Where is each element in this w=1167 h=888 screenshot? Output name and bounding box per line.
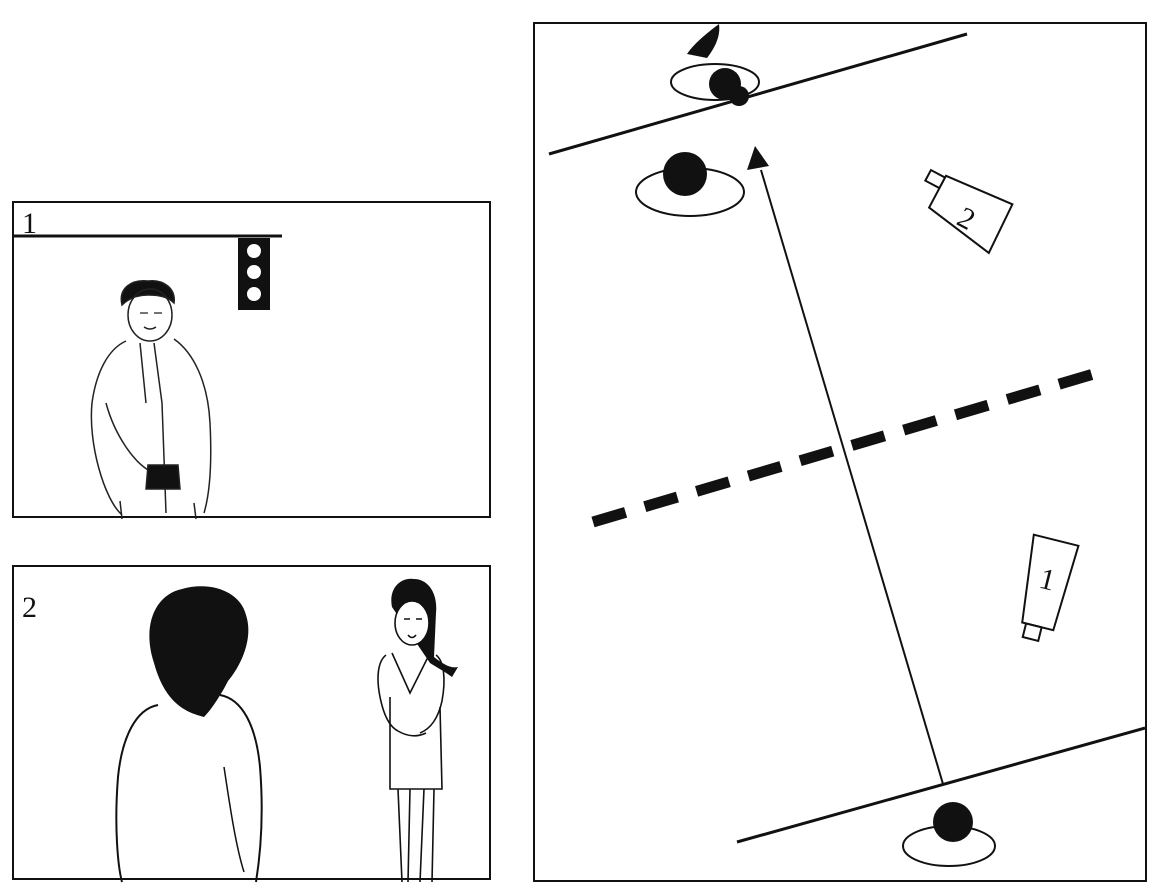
panel-1-scene: 1 — [12, 201, 491, 520]
dashed-line-icon — [591, 364, 1109, 528]
person-top-view-icon — [635, 152, 745, 217]
panel-3-illustration: 2 1 — [548, 24, 1146, 867]
person-top-view-icon — [670, 24, 760, 106]
bottle-icon: 2 — [923, 168, 1014, 255]
traffic-light-icon — [238, 238, 270, 310]
panel-3-top-view: 2 1 — [533, 22, 1147, 882]
panel-2-scene: 2 — [12, 565, 491, 883]
bottom-boundary-line — [736, 726, 1146, 844]
panel-1-illustration — [14, 234, 282, 520]
panel-2-illustration — [115, 578, 458, 883]
panel-number-2: 2 — [22, 591, 37, 624]
person-walking-icon — [90, 280, 212, 520]
person-standing-icon — [377, 578, 458, 883]
top-boundary-line — [548, 32, 968, 156]
person-seated-icon — [115, 586, 263, 883]
person-top-view-icon — [902, 802, 996, 867]
bottle-icon: 1 — [1021, 533, 1080, 643]
arrow-icon — [747, 146, 944, 785]
panel-number-1: 1 — [22, 207, 37, 240]
